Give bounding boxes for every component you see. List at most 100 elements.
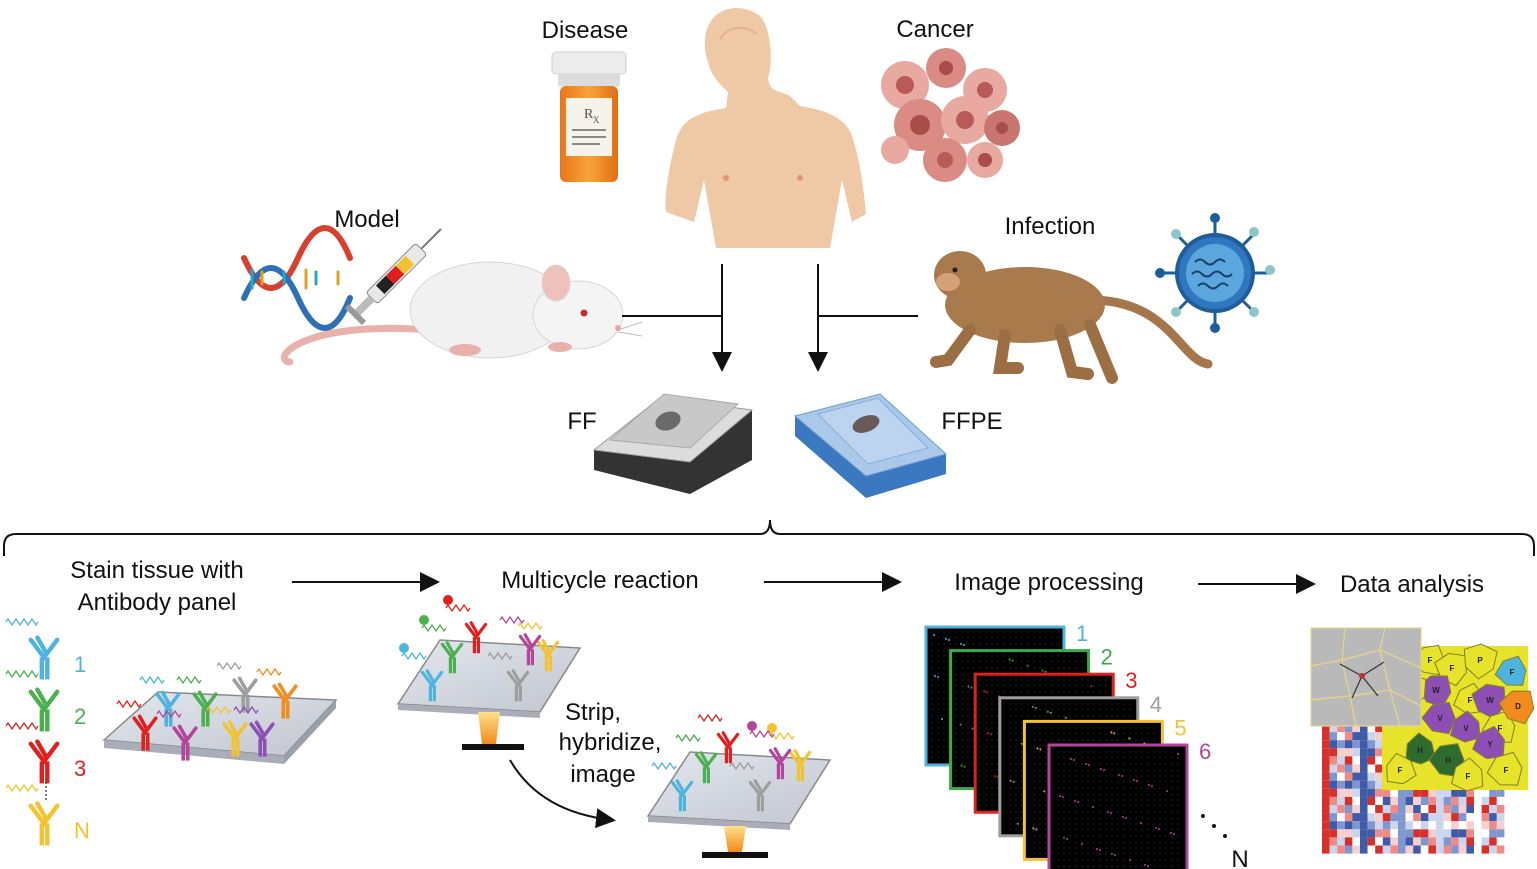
heatmap-cell: [1337, 837, 1345, 846]
strip-arrow: [509, 759, 616, 829]
heatmap-cell: [1489, 796, 1497, 805]
heatmap-cell: [1405, 845, 1414, 854]
fluorophore-1: [419, 615, 429, 625]
heatmap-cell: [1344, 821, 1353, 830]
heatmap-cell: [1375, 780, 1383, 789]
heatmap-cell: [1360, 845, 1368, 854]
heatmap-cell: [1322, 829, 1330, 838]
heatmap-cell: [1375, 837, 1383, 846]
heatmap-cell: [1367, 845, 1376, 854]
heatmap-cell: [1489, 821, 1497, 830]
heatmap-cell: [1322, 756, 1330, 765]
slide-tag-2: [156, 709, 182, 719]
heatmap-cell: [1436, 829, 1444, 838]
heatmap-cell: [1329, 829, 1338, 838]
voronoi-cell: [1486, 751, 1523, 786]
heatmap-cell: [1375, 740, 1383, 749]
heatmap-cell: [1428, 796, 1436, 805]
infection-label: Infection: [1005, 213, 1096, 240]
multicycle-antibodies-2: [651, 713, 812, 812]
antibody-1: [28, 635, 60, 680]
cycle2-antibody-1: [694, 751, 718, 784]
heatmap-cell: [1481, 788, 1490, 797]
heatmap-cell: [1481, 805, 1490, 814]
heatmap-cell: [1398, 845, 1406, 854]
heatmap-cell: [1322, 748, 1330, 757]
heatmap-cell: [1329, 796, 1338, 805]
heatmap-cell: [1398, 805, 1406, 814]
heatmap-cell: [1382, 821, 1391, 830]
heatmap-cell: [1329, 724, 1338, 733]
heatmap-cell: [1375, 756, 1383, 765]
heatmap-cell: [1367, 740, 1376, 749]
heatmap-cell: [1474, 845, 1482, 854]
heatmap-cell: [1344, 813, 1353, 822]
heatmap-cell: [1322, 740, 1330, 749]
heatmap-cell: [1367, 813, 1376, 822]
heatmap-cell: [1451, 813, 1459, 822]
heatmap-cell: [1344, 796, 1353, 805]
heatmap-cell: [1382, 845, 1391, 854]
cycle2-fluorophore-4: [767, 723, 777, 733]
heatmap-cell: [1352, 756, 1360, 765]
cycle2-antibody-5: [768, 747, 792, 780]
heatmap-cell: [1474, 805, 1482, 814]
heatmap-cell: [1420, 796, 1429, 805]
cycle1-tag-2: [445, 603, 471, 613]
heatmap-cell: [1466, 829, 1474, 838]
heatmap-cell: [1481, 829, 1490, 838]
heatmap-cell: [1344, 829, 1353, 838]
slide-tag-0: [116, 699, 142, 709]
heatmap-cell: [1382, 837, 1391, 846]
multicycle-antibodies-1: [399, 595, 560, 702]
heatmap-cell: [1405, 788, 1414, 797]
syringe-icon: [344, 228, 442, 326]
heatmap-cell: [1367, 829, 1376, 838]
heatmap-cell: [1329, 821, 1338, 830]
heatmap-cell: [1367, 756, 1376, 765]
heatmap-cell: [1337, 821, 1345, 830]
heatmap-cell: [1474, 813, 1482, 822]
heatmap-cell: [1398, 821, 1406, 830]
heatmap-cell: [1360, 756, 1368, 765]
voronoi-cell: [1451, 757, 1484, 792]
voronoi-cell: [1450, 710, 1481, 743]
step3-title: Image processing: [954, 569, 1143, 596]
stack-label-5: 5: [1174, 715, 1186, 740]
voronoi-letter: W: [1486, 696, 1494, 705]
strip-label-line3: image: [570, 761, 635, 788]
cycle1-tag-3: [487, 651, 513, 661]
heatmap-cell: [1352, 724, 1360, 733]
slide-tag-6: [233, 705, 259, 715]
stack-label-1: 1: [1076, 621, 1088, 646]
step4-title: Data analysis: [1340, 571, 1484, 598]
heatmap-cell: [1375, 724, 1383, 733]
stack-ellipsis: [1201, 814, 1227, 838]
heatmap-cell: [1458, 837, 1467, 846]
voronoi-letter: V: [1463, 724, 1469, 733]
slide-antibody-3: [192, 690, 218, 727]
heatmap-cell: [1367, 748, 1376, 757]
cycle1-tag-5: [499, 615, 525, 625]
heatmap-cell: [1375, 748, 1383, 757]
heatmap-cell: [1420, 813, 1429, 822]
heatmap-cell: [1360, 796, 1368, 805]
cycle2-tag-3: [729, 761, 755, 771]
heatmap-cell: [1496, 805, 1505, 814]
cycle2-antibody-4: [788, 749, 812, 782]
heatmap-cell: [1474, 788, 1482, 797]
heatmap-cell: [1489, 829, 1497, 838]
heatmap-cell: [1337, 829, 1345, 838]
heatmap-cell: [1398, 829, 1406, 838]
heatmap-cell: [1329, 805, 1338, 814]
slide-antibody-0: [132, 714, 158, 751]
heatmap-cell: [1458, 805, 1467, 814]
heatmap-cell: [1474, 829, 1482, 838]
heatmap-cell: [1420, 829, 1429, 838]
step1-title-line2: Antibody panel: [78, 589, 237, 616]
voronoi-cell: [1494, 655, 1527, 686]
antibody-label-N: N: [74, 818, 90, 843]
heatmap-cell: [1360, 829, 1368, 838]
